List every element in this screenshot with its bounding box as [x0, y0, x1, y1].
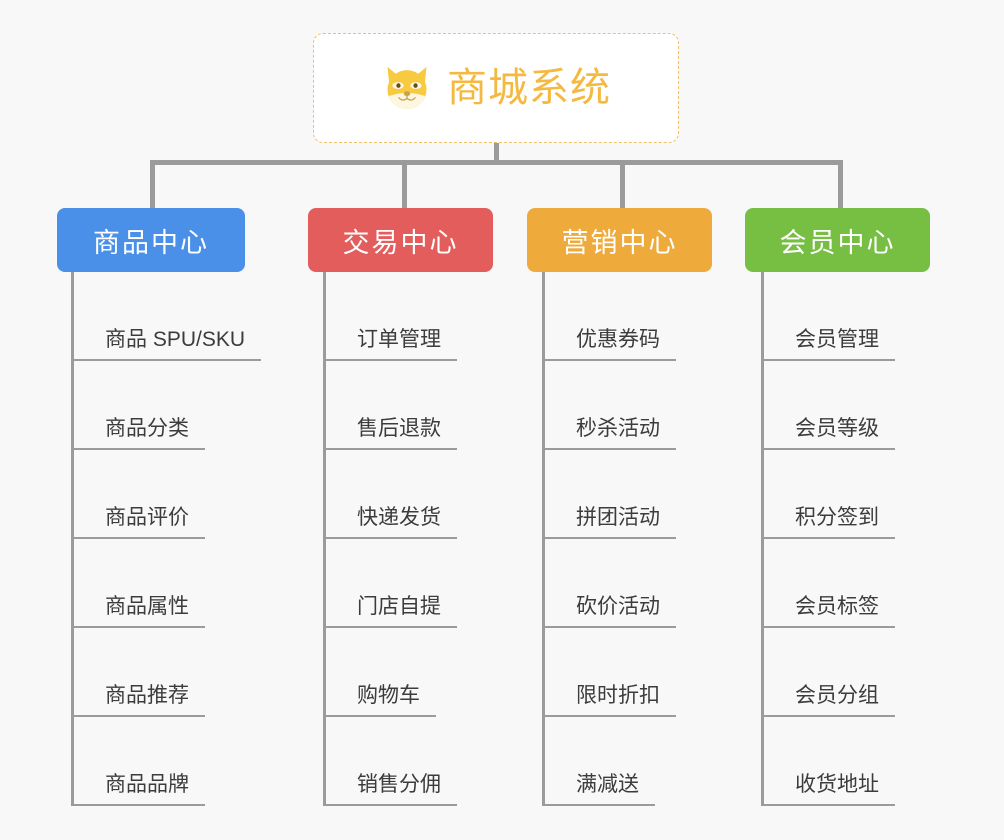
- leaf-item[interactable]: 商品 SPU/SKU: [71, 272, 262, 361]
- leaf-item[interactable]: 商品分类: [71, 361, 261, 450]
- leaf-label: 销售分佣: [323, 773, 457, 806]
- leaf-label: 收货地址: [761, 773, 895, 806]
- leaf-label: 商品评价: [71, 506, 205, 539]
- connector-drop-3: [620, 160, 625, 210]
- leaf-item[interactable]: 订单管理: [323, 272, 457, 361]
- connector-drop-4: [838, 160, 843, 210]
- leaf-item[interactable]: 拼团活动: [542, 450, 676, 539]
- leaf-label: 秒杀活动: [542, 417, 676, 450]
- leaf-list-1: 商品 SPU/SKU 商品分类商品评价商品属性商品推荐商品品牌: [71, 272, 262, 806]
- leaf-label: 会员分组: [761, 684, 895, 717]
- leaf-label: 会员标签: [761, 595, 895, 628]
- leaf-item[interactable]: 商品评价: [71, 450, 261, 539]
- leaf-label: 门店自提: [323, 595, 457, 628]
- leaf-label: 会员等级: [761, 417, 895, 450]
- shiba-dog-face-icon: [387, 66, 427, 110]
- leaf-label: 购物车: [323, 684, 436, 717]
- leaf-item[interactable]: 会员管理: [761, 272, 895, 361]
- leaf-item[interactable]: 秒杀活动: [542, 361, 676, 450]
- root-node[interactable]: 商城系统: [313, 33, 679, 143]
- leaf-item[interactable]: 商品属性: [71, 539, 261, 628]
- leaf-item[interactable]: 会员等级: [761, 361, 895, 450]
- leaf-item[interactable]: 积分签到: [761, 450, 895, 539]
- leaf-label: 商品推荐: [71, 684, 205, 717]
- leaf-label: 商品属性: [71, 595, 205, 628]
- category-label: 商品中心: [93, 227, 209, 258]
- category-box-1[interactable]: 商品中心: [57, 208, 245, 272]
- leaf-label: 快递发货: [323, 506, 457, 539]
- connector-horizontal-bar: [150, 160, 840, 165]
- leaf-item[interactable]: 收货地址: [761, 717, 895, 806]
- leaf-item[interactable]: 快递发货: [323, 450, 457, 539]
- leaf-item[interactable]: 会员标签: [761, 539, 895, 628]
- category-box-3[interactable]: 营销中心: [527, 208, 712, 272]
- category-label: 会员中心: [779, 227, 896, 258]
- category-box-2[interactable]: 交易中心: [308, 208, 493, 272]
- leaf-label: 优惠券码: [542, 328, 676, 361]
- connector-drop-2: [402, 160, 407, 210]
- leaf-label: 积分签到: [761, 506, 895, 539]
- leaf-item[interactable]: 会员分组: [761, 628, 895, 717]
- category-label: 交易中心: [342, 227, 459, 258]
- leaf-item[interactable]: 优惠券码: [542, 272, 676, 361]
- leaf-item[interactable]: 购物车: [323, 628, 457, 717]
- leaf-label: 满减送: [542, 773, 655, 806]
- leaf-item[interactable]: 门店自提: [323, 539, 457, 628]
- leaf-item[interactable]: 限时折扣: [542, 628, 676, 717]
- leaf-list-3: 优惠券码秒杀活动拼团活动砍价活动限时折扣满减送: [542, 272, 676, 806]
- connector-drop-1: [150, 160, 155, 210]
- leaf-label: 砍价活动: [542, 595, 676, 628]
- leaf-list-4: 会员管理会员等级积分签到会员标签会员分组收货地址: [761, 272, 895, 806]
- connector-root-stem: [494, 143, 499, 165]
- leaf-label: 售后退款: [323, 417, 457, 450]
- leaf-item[interactable]: 商品推荐: [71, 628, 261, 717]
- leaf-item[interactable]: 售后退款: [323, 361, 457, 450]
- branch-trunk-3: [542, 272, 545, 806]
- leaf-label: 商品品牌: [71, 773, 205, 806]
- leaf-item[interactable]: 销售分佣: [323, 717, 457, 806]
- leaf-label: 会员管理: [761, 328, 895, 361]
- branch-trunk-4: [761, 272, 764, 806]
- branch-trunk-2: [323, 272, 326, 806]
- category-label: 营销中心: [561, 227, 678, 258]
- leaf-item[interactable]: 砍价活动: [542, 539, 676, 628]
- root-title: 商城系统: [447, 66, 611, 110]
- branch-trunk-1: [71, 272, 74, 806]
- category-box-4[interactable]: 会员中心: [745, 208, 930, 272]
- leaf-label: 拼团活动: [542, 506, 676, 539]
- leaf-list-2: 订单管理售后退款快递发货门店自提购物车销售分佣: [323, 272, 457, 806]
- leaf-label: 订单管理: [323, 328, 457, 361]
- leaf-item[interactable]: 商品品牌: [71, 717, 261, 806]
- leaf-item[interactable]: 满减送: [542, 717, 676, 806]
- leaf-label: 限时折扣: [542, 684, 676, 717]
- leaf-label: 商品 SPU/SKU: [71, 328, 262, 361]
- leaf-label: 商品分类: [71, 417, 205, 450]
